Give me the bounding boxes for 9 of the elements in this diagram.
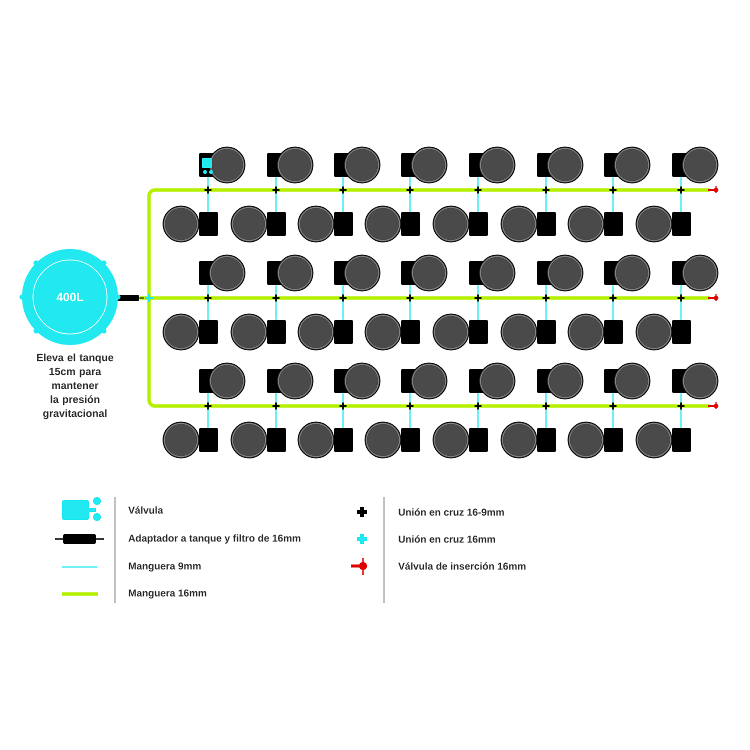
legend-text: Adaptador a tanque y filtro de 16mm — [128, 534, 300, 544]
legend-text: Válvula — [128, 506, 164, 514]
water-tank: 400L — [20, 249, 120, 345]
legend-text: Válvula de inserción 16mm — [398, 562, 526, 570]
legend-text: Unión en cruz 16-9mm — [398, 508, 504, 516]
legend-text: Manguera 9mm — [128, 562, 201, 572]
legend-text: Unión en cruz 16mm — [398, 535, 496, 543]
legend-text: Manguera 16mm — [128, 589, 206, 599]
note-text: Eleva el tanque 15cm para mantener la presión gravitacional — [37, 354, 114, 420]
